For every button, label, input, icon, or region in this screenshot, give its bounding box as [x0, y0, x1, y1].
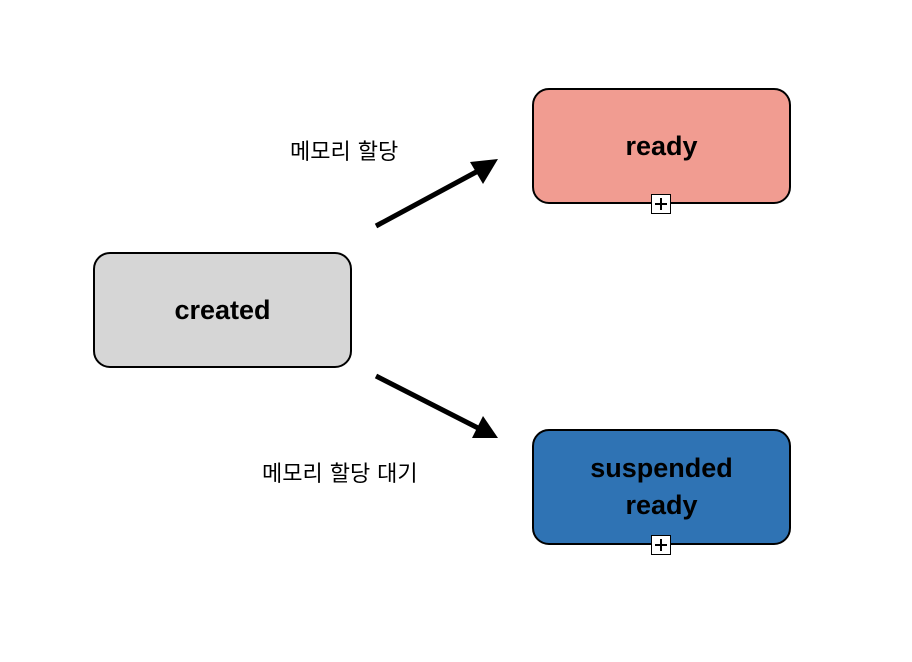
- state-suspended-ready-label-line-2: ready: [625, 490, 698, 520]
- state-suspended-ready[interactable]: suspended ready: [532, 429, 791, 545]
- plus-square-icon[interactable]: [651, 535, 671, 555]
- arrow-created-to-suspended-ready: [374, 373, 498, 438]
- arrow-created-to-ready: [374, 159, 498, 229]
- transition-label-memory-allocation-wait: 메모리 할당 대기: [262, 462, 418, 487]
- plus-square-icon[interactable]: [651, 194, 671, 214]
- transition-label-memory-allocation: 메모리 할당: [290, 140, 399, 165]
- state-created[interactable]: created: [93, 252, 352, 368]
- state-created-label: created: [174, 294, 271, 325]
- state-ready-label: ready: [625, 130, 698, 161]
- state-suspended-ready-label-line-1: suspended: [590, 453, 733, 483]
- state-ready[interactable]: ready: [532, 88, 791, 204]
